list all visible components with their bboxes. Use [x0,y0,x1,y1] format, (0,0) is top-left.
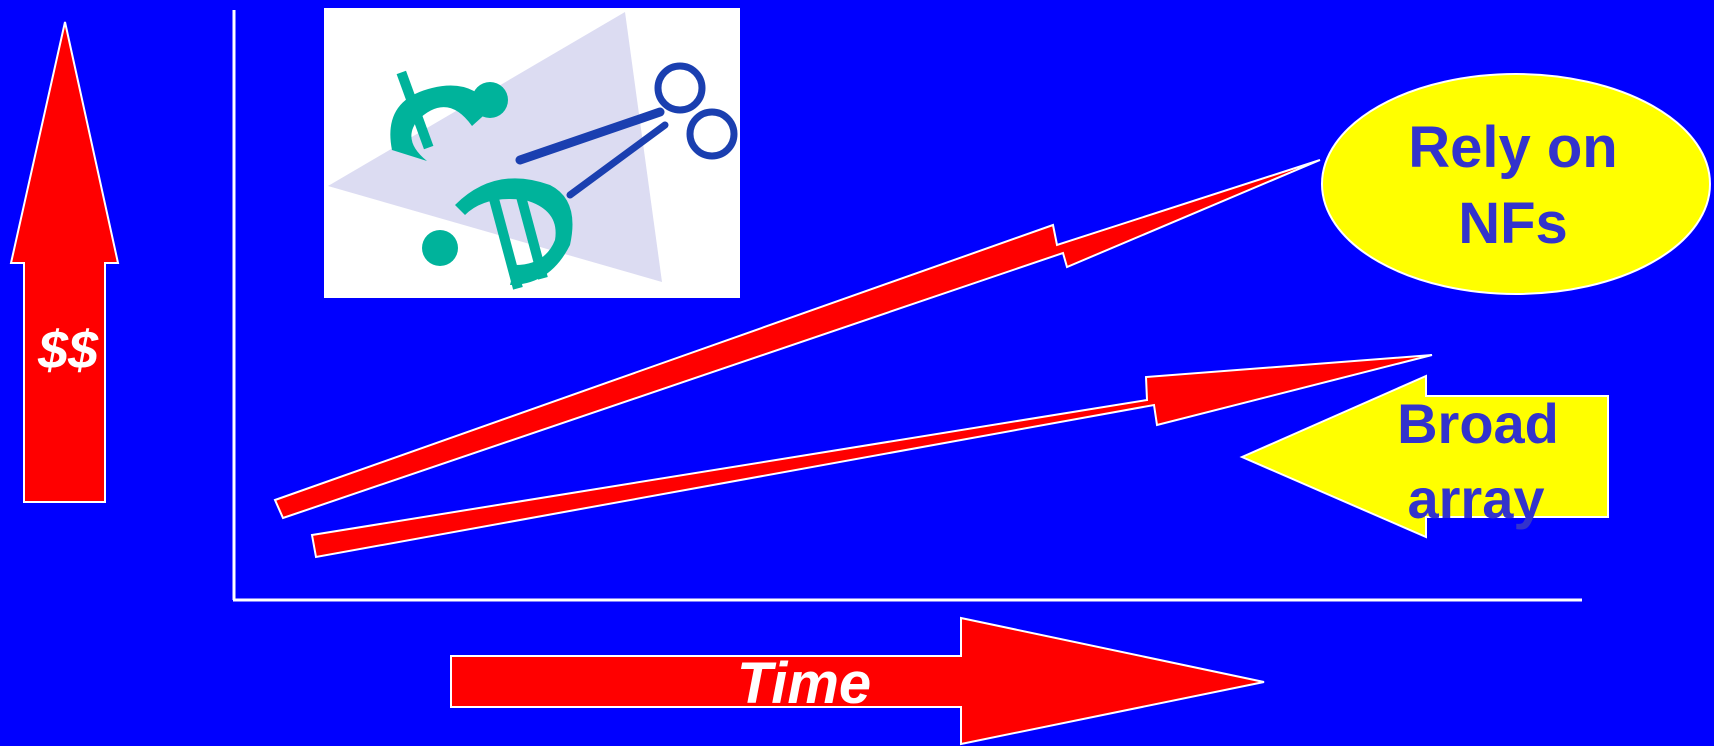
clipart-panel [324,8,740,298]
broad-array-callout-shape [1239,374,1609,539]
scissors-cutting-dollar-icon [328,12,738,290]
time-label: Time [737,651,871,716]
time-arrow-shape [450,616,1265,746]
callout-line1: Broad [1397,392,1559,455]
time-arrow: Time [450,616,1265,746]
upper-growth-arrow [273,159,1321,520]
lower-growth-arrow [310,354,1433,559]
broad-array-callout: Broad array [1239,374,1609,539]
money-arrow-shape [9,21,120,503]
rely-on-nfs-ellipse: Rely on NFs [1321,73,1711,295]
money-label: $$ [37,320,99,380]
callout-line2: array [1407,467,1544,530]
money-arrow: $$ [9,21,120,503]
ellipse-line1: Rely on [1408,115,1618,180]
ellipse-line2: NFs [1458,191,1568,256]
